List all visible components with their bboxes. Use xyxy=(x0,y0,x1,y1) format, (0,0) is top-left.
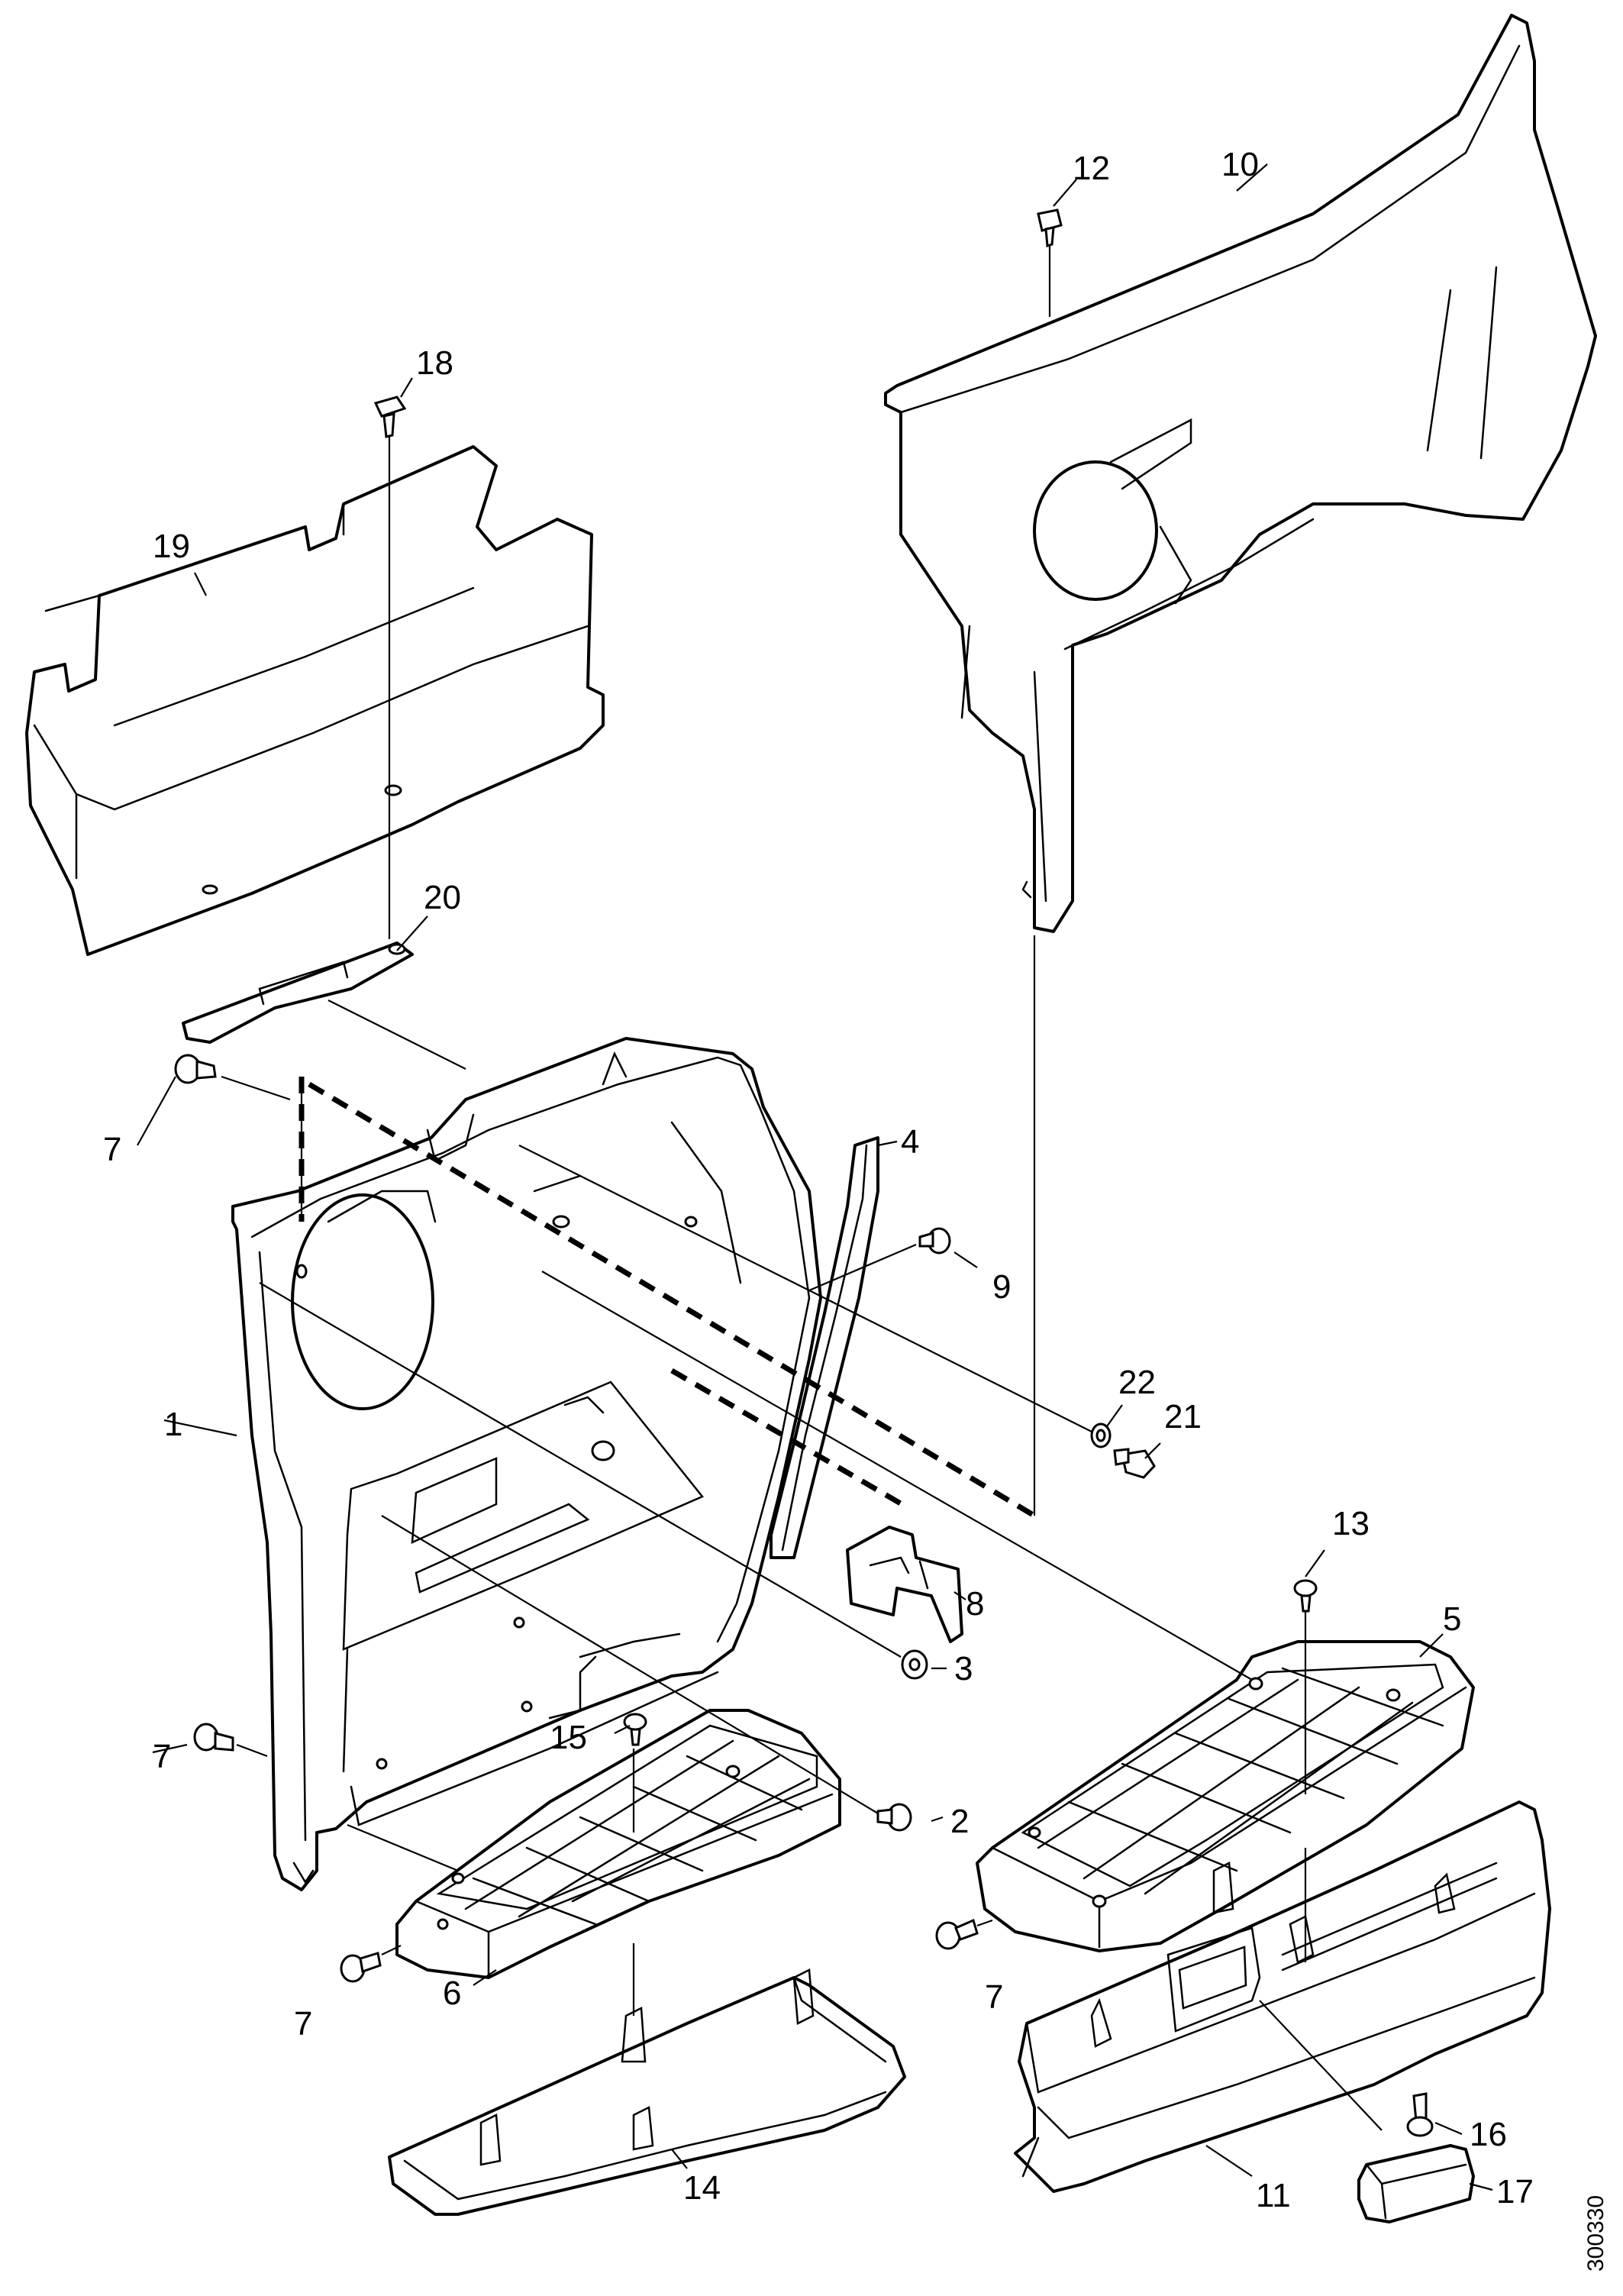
screw-7-lower-left xyxy=(193,1723,234,1752)
part-6-hole xyxy=(725,1765,741,1778)
part-1-main-panel xyxy=(231,1037,822,1891)
part-5-hole xyxy=(1092,1894,1107,1908)
callout-13: 13 xyxy=(1332,1505,1370,1542)
callout-4: 4 xyxy=(901,1123,919,1161)
callout-16: 16 xyxy=(1470,2116,1507,2153)
part-5-hole xyxy=(1386,1688,1401,1702)
part-19-mounting-hole xyxy=(202,884,218,895)
callout-2: 2 xyxy=(950,1803,969,1840)
callout-10: 10 xyxy=(1221,146,1259,183)
part-1-hole xyxy=(684,1216,698,1228)
screw-2 xyxy=(876,1803,912,1832)
part-5-step xyxy=(976,1640,1475,1952)
part-17-cap xyxy=(1357,2144,1475,2223)
part-19-mounting-hole xyxy=(384,784,402,796)
washer-22 xyxy=(1090,1422,1112,1448)
screw-7-step-left xyxy=(340,1952,382,1983)
part-5-hole xyxy=(1028,1826,1041,1839)
dashed-alignment-upper xyxy=(298,1077,1036,1519)
part-6-hole xyxy=(451,1872,465,1884)
screw-7-upper-left xyxy=(174,1054,217,1084)
callout-14: 14 xyxy=(683,2169,721,2207)
part-8-clip xyxy=(846,1526,963,1643)
callout-5: 5 xyxy=(1443,1600,1461,1638)
callout-20: 20 xyxy=(424,879,461,916)
screw-7-step-right xyxy=(935,1918,979,1950)
part-1-speaker-opening xyxy=(291,1193,434,1410)
callout-15: 15 xyxy=(550,1719,587,1756)
screw-9 xyxy=(918,1227,951,1255)
part-10-trim-panel xyxy=(884,14,1597,933)
part-19-shield-panel xyxy=(25,445,605,956)
callout-9: 9 xyxy=(992,1268,1011,1306)
part-1-hole xyxy=(513,1616,525,1629)
part-10-speaker-opening xyxy=(1033,460,1158,601)
nut-3 xyxy=(901,1649,928,1680)
callout-labels: 1 2 3 4 5 6 7 7 7 7 8 9 10 11 12 13 14 1… xyxy=(103,146,1608,2272)
part-14-cover xyxy=(388,1968,906,2216)
part-1-hole xyxy=(591,1440,615,1461)
callout-21: 21 xyxy=(1164,1398,1202,1435)
part-1-hole xyxy=(552,1215,570,1229)
callout-7-upper-left: 7 xyxy=(103,1131,121,1168)
screw-16 xyxy=(1406,2092,1434,2137)
part-11-cover xyxy=(1014,1800,1551,2193)
part-1-hole xyxy=(521,1700,533,1713)
part-4-strip xyxy=(770,1136,879,1559)
part-1-hole xyxy=(295,1264,308,1279)
part-6-hole xyxy=(437,1918,449,1930)
alignment-lines xyxy=(221,244,1383,2131)
callout-7-step-left: 7 xyxy=(294,2005,312,2043)
callout-17: 17 xyxy=(1496,2173,1534,2210)
callout-7-lower-left: 7 xyxy=(153,1738,171,1775)
screw-18 xyxy=(373,396,407,438)
callout-6: 6 xyxy=(443,1975,461,2012)
callout-8: 8 xyxy=(966,1585,984,1623)
part-6-step xyxy=(395,1709,841,1979)
part-1-hole xyxy=(376,1758,388,1770)
callout-7-step-right: 7 xyxy=(985,1978,1003,2016)
part-20-hole xyxy=(388,943,406,955)
bolt-21 xyxy=(1113,1448,1156,1479)
callout-18: 18 xyxy=(416,344,453,382)
callout-12: 12 xyxy=(1073,150,1110,187)
callout-3: 3 xyxy=(954,1650,973,1687)
dashed-alignment-lower xyxy=(670,1368,910,1511)
part-5-hole xyxy=(1248,1677,1263,1691)
screw-15 xyxy=(623,1713,647,1746)
callout-leaders xyxy=(137,163,1493,2191)
drawing-reference-number: 300330 xyxy=(1583,2195,1608,2272)
part-20-bracket xyxy=(182,941,414,1044)
callout-22: 22 xyxy=(1118,1364,1156,1401)
callout-19: 19 xyxy=(153,528,190,565)
callout-11: 11 xyxy=(1256,2177,1291,2214)
callout-1: 1 xyxy=(164,1406,182,1443)
screw-12 xyxy=(1037,208,1063,248)
screw-13 xyxy=(1293,1579,1318,1613)
